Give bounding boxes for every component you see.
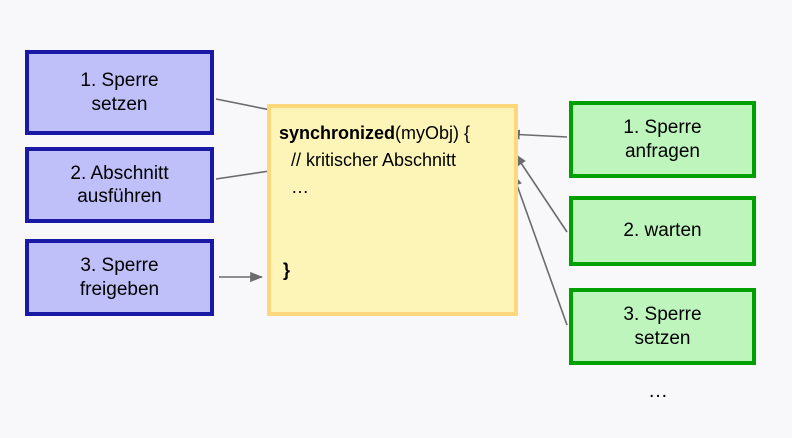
right-step-box-3[interactable]: 3. Sperre setzen [569,288,756,365]
right-step-box-2[interactable]: 2. warten [569,196,756,266]
code-line-ellipsis: … [291,177,309,197]
arrow-right-3 [512,173,568,326]
left-step-box-2[interactable]: 2. Abschnitt ausführen [25,147,214,223]
right-step-3-line2: setzen [634,327,691,349]
code-line-signature: synchronized(myObj) { [279,120,504,147]
left-step-2-line1: 2. Abschnitt [70,162,169,184]
synchronized-code-block[interactable]: synchronized(myObj) { // kritischer Absc… [267,104,518,316]
code-signature: (myObj) { [395,123,471,143]
left-step-3-line1: 3. Sperre [80,255,159,277]
right-column-trailing-ellipsis: … [648,380,670,402]
right-step-1-line2: anfragen [624,140,700,162]
right-step-3-line1: 3. Sperre [623,304,702,326]
right-step-2-line1: 2. warten [623,220,702,242]
left-step-1-line2: setzen [91,93,148,115]
arrow-right-2 [514,153,568,233]
right-step-box-1[interactable]: 1. Sperre anfragen [569,101,756,178]
right-step-1-line1: 1. Sperre [623,117,702,139]
left-step-1-line1: 1. Sperre [80,70,159,92]
left-step-2-line2: ausführen [77,186,162,207]
code-keyword-synchronized: synchronized [279,123,396,143]
left-step-box-3[interactable]: 3. Sperre freigeben [25,239,214,316]
left-step-3-line2: freigeben [79,278,160,300]
left-step-box-1[interactable]: 1. Sperre setzen [25,50,214,135]
code-line-comment: // kritischer Abschnitt [291,150,457,170]
code-line-closing-brace: } [283,260,291,280]
